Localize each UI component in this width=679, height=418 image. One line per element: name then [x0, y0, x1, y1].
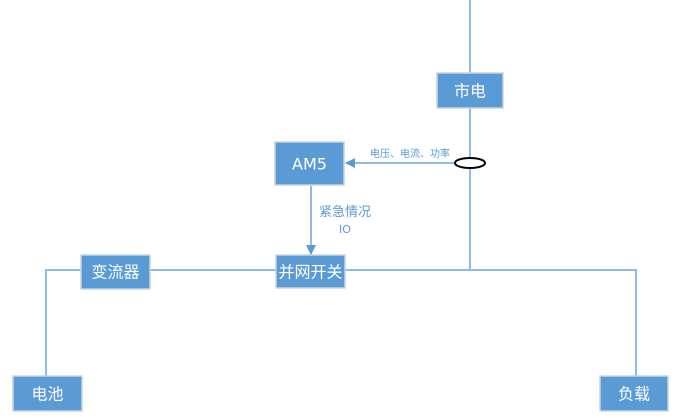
svg-text:电池: 电池 [31, 385, 63, 404]
svg-text:变流器: 变流器 [91, 263, 139, 282]
emergency-label: 紧急情况 [319, 205, 371, 220]
node-am5[interactable]: AM5 [274, 141, 345, 186]
svg-text:负载: 负载 [618, 385, 650, 404]
node-grid-switch[interactable]: 并网开关 [275, 254, 346, 289]
node-converter[interactable]: 变流器 [80, 254, 151, 290]
current-sensor-icon [454, 157, 486, 169]
io-label: IO [339, 223, 351, 236]
node-grid[interactable]: 市电 [436, 72, 504, 109]
svg-text:AM5: AM5 [292, 155, 327, 174]
node-battery[interactable]: 电池 [12, 375, 83, 412]
svg-text:市电: 市电 [454, 82, 486, 101]
node-load[interactable]: 负载 [599, 375, 669, 412]
svg-text:并网开关: 并网开关 [278, 263, 342, 282]
measurement-label: 电压、电流、功率 [370, 147, 450, 160]
